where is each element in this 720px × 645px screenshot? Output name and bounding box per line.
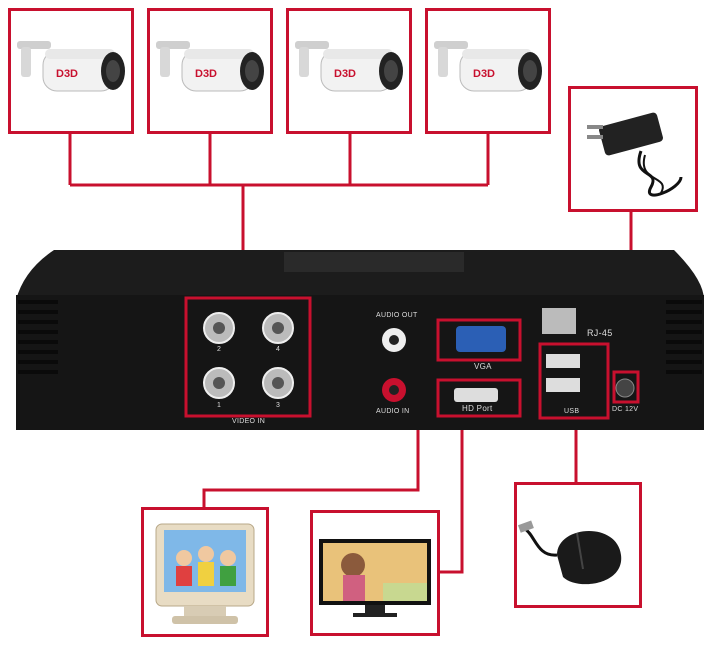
camera-3-box: D3D — [286, 8, 412, 134]
mouse-icon — [517, 520, 622, 585]
dvr-body — [16, 250, 704, 430]
camera-brand-text: D3D — [56, 68, 78, 80]
camera-2-box: D3D — [147, 8, 273, 134]
camera-icon: D3D — [434, 41, 542, 92]
vga-label: VGA — [474, 362, 492, 371]
power-adapter-box — [568, 86, 698, 212]
rj45-label: RJ-45 — [587, 328, 613, 338]
camera-icon: D3D — [295, 41, 403, 92]
hd-port-label: HD Port — [462, 404, 493, 413]
camera-1-box: D3D — [8, 8, 134, 134]
camera-brand-text: D3D — [473, 68, 495, 80]
camera-4-box: D3D — [425, 8, 551, 134]
crt-monitor-box — [141, 507, 269, 637]
dc-label: DC 12V — [612, 406, 639, 413]
port-3-label: 3 — [276, 402, 281, 409]
audio-in-label: AUDIO IN — [376, 408, 410, 415]
port-4-label: 4 — [276, 346, 281, 353]
port-1-label: 1 — [217, 402, 222, 409]
camera-brand-text: D3D — [195, 68, 217, 80]
crt-monitor-icon — [155, 523, 255, 624]
video-in-label: VIDEO IN — [232, 418, 266, 425]
camera-icon: D3D — [17, 41, 125, 92]
port-2-label: 2 — [217, 346, 222, 353]
mouse-box — [514, 482, 642, 608]
power-adapter-icon — [587, 112, 683, 197]
camera-icon: D3D — [156, 41, 264, 92]
usb-label: USB — [564, 408, 580, 415]
audio-out-label: AUDIO OUT — [376, 312, 418, 319]
dvr-recorder: VIDEO IN 2 4 1 3 AUDIO OUT AUDIO IN VGA … — [14, 240, 710, 435]
flat-tv-box — [310, 510, 440, 636]
camera-brand-text: D3D — [334, 68, 356, 80]
bnc-connectors — [203, 312, 294, 399]
flat-tv-icon — [319, 539, 431, 617]
